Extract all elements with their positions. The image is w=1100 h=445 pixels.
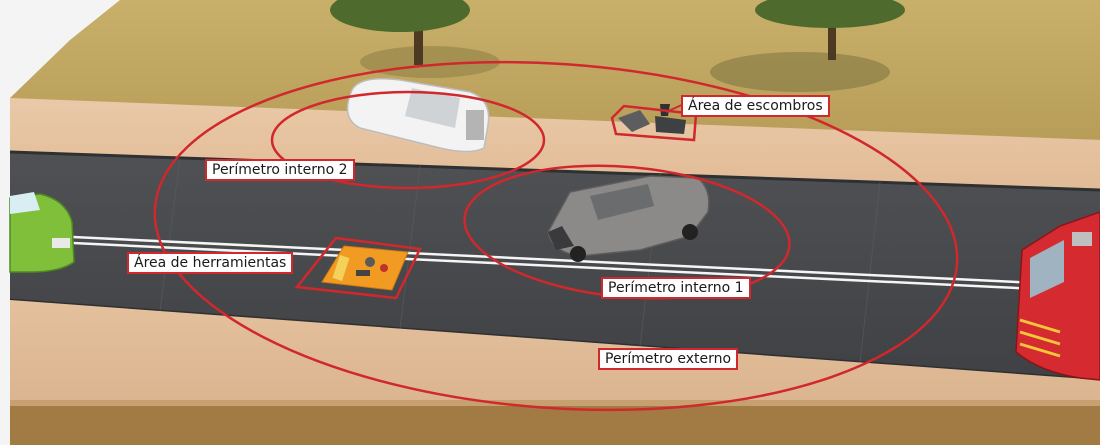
crashed-car [547, 175, 710, 262]
lower-sand-area [10, 300, 1100, 420]
tree-right [710, 0, 905, 92]
outer-perimeter-ring [153, 60, 959, 412]
tools-area-outline [294, 236, 422, 300]
perimeters [153, 60, 959, 412]
overturned-car [346, 78, 490, 153]
tools-area-label: Área de herramientas [127, 252, 294, 274]
tools-mat [321, 245, 409, 291]
green-car [9, 192, 75, 273]
lane-line-1 [9, 232, 1100, 288]
fire-truck [1015, 211, 1100, 381]
debris-area-label: Área de escombros [681, 95, 830, 117]
inner-perimeter-2-label: Perímetro interno 2 [205, 159, 355, 181]
inner-perimeter-1-label: Perímetro interno 1 [601, 277, 751, 299]
debris [618, 104, 686, 134]
lane-line-2 [9, 238, 1100, 294]
soil-strip [10, 400, 1100, 445]
debris-area-outline [610, 104, 698, 142]
outer-perimeter-label: Perímetro externo [598, 348, 739, 370]
inner-perimeter-2-ring [270, 90, 546, 190]
